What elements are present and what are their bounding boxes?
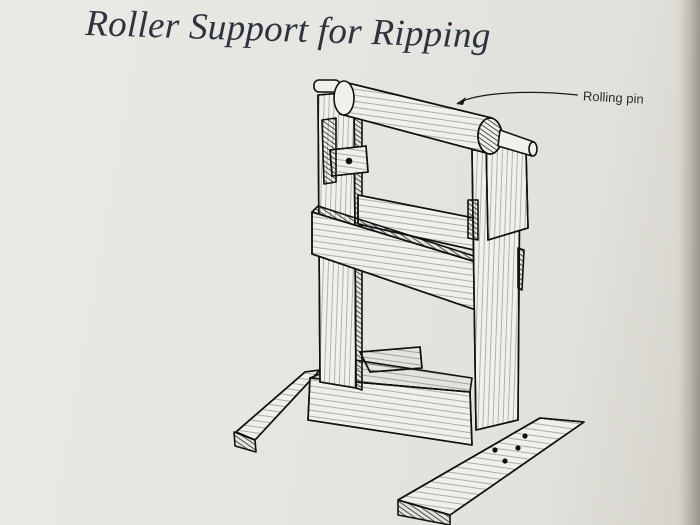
right-wedge-block bbox=[485, 139, 529, 241]
right-foot bbox=[397, 417, 585, 525]
left-wedge-block bbox=[321, 117, 369, 185]
bottom-stretcher bbox=[307, 359, 473, 446]
rolling-pin bbox=[313, 79, 538, 157]
left-foot bbox=[233, 369, 321, 453]
page-edge-shadow bbox=[678, 0, 700, 525]
callout-leader-line bbox=[457, 91, 579, 104]
callout-arrowhead bbox=[456, 97, 466, 105]
rolling-pin-callout: Rolling pin bbox=[582, 88, 645, 107]
